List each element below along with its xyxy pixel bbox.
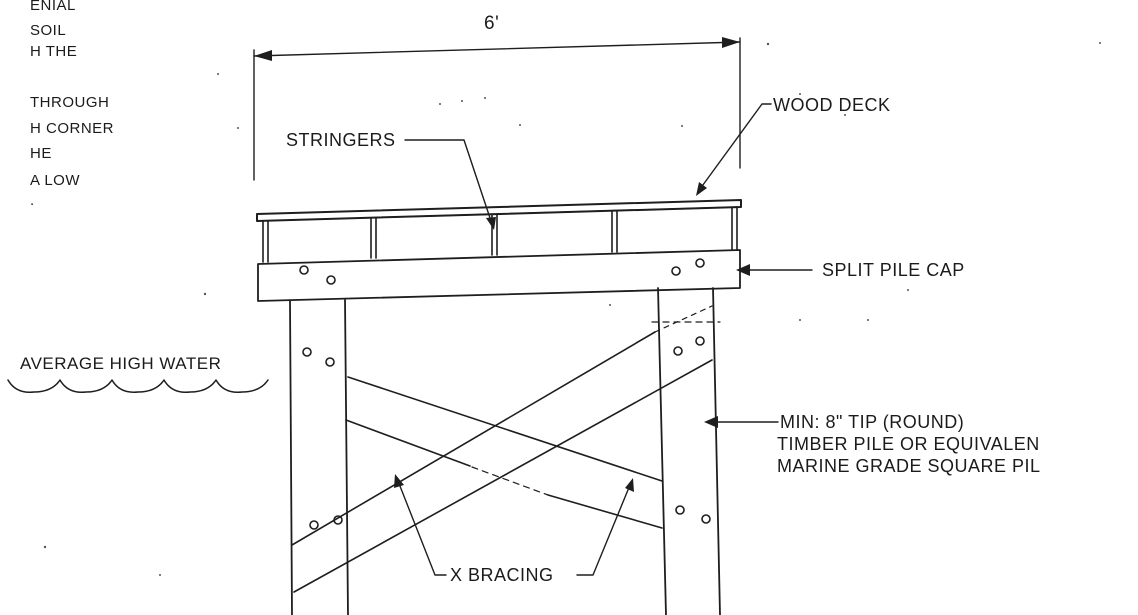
x-bracing-arrow-left-icon [394, 474, 404, 488]
wood-deck [256, 199, 742, 222]
stringers-label: STRINGERS [286, 130, 396, 150]
cap-bolt [299, 265, 309, 275]
side-note-line-5: H CORNER [30, 120, 114, 137]
pile-bolt [695, 336, 705, 346]
stringers-arrow-icon [486, 217, 496, 230]
label-pile: MIN: 8" TIP (ROUND) TIMBER PILE OR EQUIV… [704, 412, 1041, 476]
side-note-line-7: A LOW [30, 172, 80, 189]
side-note: ENIAL SOIL H THE THROUGH H CORNER HE A L… [30, 0, 114, 209]
right-pile [651, 287, 721, 615]
cap-bolt [326, 275, 336, 285]
cap-bolt [671, 266, 681, 276]
pile-label-line-3: MARINE GRADE SQUARE PIL [777, 456, 1041, 476]
pile-bolt [325, 357, 335, 367]
dimension-arrow-right-icon [722, 37, 740, 48]
side-note-line-2: SOIL [30, 22, 66, 39]
pile-bolt [675, 505, 685, 515]
x-bracing-label: X BRACING [450, 565, 554, 585]
average-high-water-label: AVERAGE HIGH WATER [20, 354, 221, 373]
scan-specks [43, 42, 1101, 576]
side-note-line-8: . [30, 192, 35, 209]
cap-bolt [695, 258, 705, 268]
label-split-pile-cap: SPLIT PILE CAP [736, 260, 965, 280]
side-note-line-4: THROUGH [30, 94, 109, 111]
width-dimension: 6' [253, 13, 741, 181]
pile-bolt [302, 347, 312, 357]
label-wood-deck: WOOD DECK [696, 95, 891, 196]
split-pile-cap-label: SPLIT PILE CAP [822, 260, 965, 280]
stringer-4 [611, 210, 618, 253]
pile-label-line-2: TIMBER PILE OR EQUIVALEN [777, 434, 1040, 454]
label-x-bracing: X BRACING [394, 474, 634, 585]
side-note-line-3: H THE [30, 43, 77, 60]
stringer-2 [370, 217, 377, 259]
side-note-line-1: ENIAL [30, 0, 76, 14]
x-bracing [291, 305, 713, 593]
x-bracing-arrow-right-icon [625, 478, 634, 492]
side-note-line-6: HE [30, 145, 52, 162]
dimension-label: 6' [484, 13, 499, 34]
average-high-water-line: AVERAGE HIGH WATER [7, 354, 269, 393]
pile-bolt [673, 346, 683, 356]
dimension-arrow-left-icon [254, 50, 272, 61]
pile-arrow-icon [704, 416, 718, 428]
wood-deck-label: WOOD DECK [773, 95, 891, 115]
stringer-1 [262, 220, 269, 263]
stringer-5 [731, 206, 738, 251]
wood-deck-arrow-icon [696, 182, 707, 196]
pile-cap-arrow-icon [736, 264, 750, 276]
pile-bolt [309, 520, 319, 530]
stringers [258, 206, 738, 263]
label-stringers: STRINGERS [286, 130, 496, 230]
pile-bolt [701, 514, 711, 524]
pile-label-line-1: MIN: 8" TIP (ROUND) [780, 412, 964, 432]
split-pile-cap [257, 249, 741, 302]
